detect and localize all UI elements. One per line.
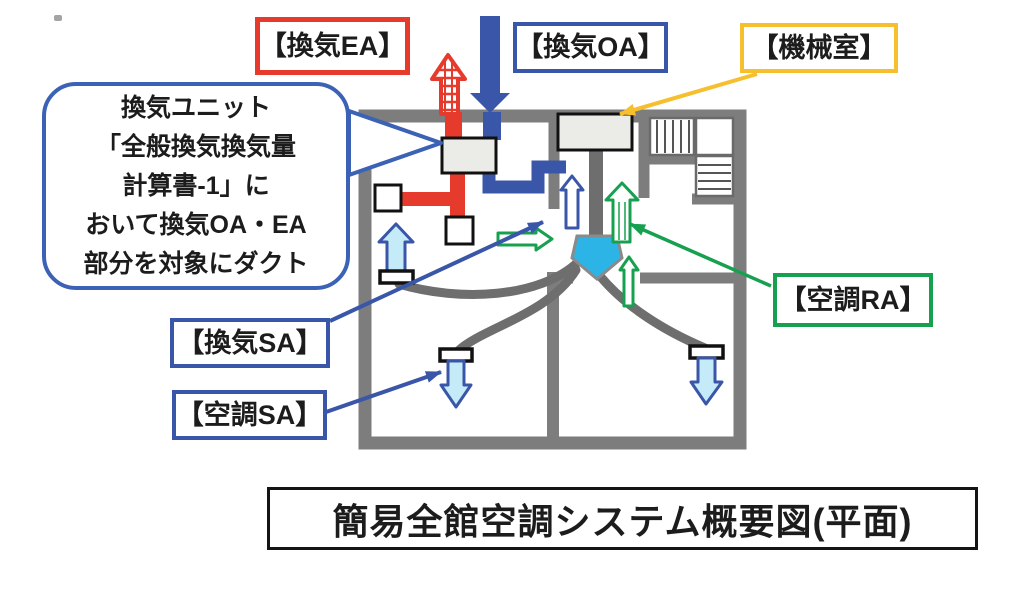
ac-unit: [570, 234, 624, 281]
ac-ra-leader: [629, 222, 772, 288]
outer-walls: [358, 109, 747, 450]
label-ventilation-sa: 【換気SA】: [170, 318, 330, 368]
scan-artifact: [54, 15, 62, 21]
machine-room-unit: [556, 112, 634, 152]
ac-sa-leader: [325, 370, 442, 414]
ventilation-unit: [440, 136, 498, 175]
label-ventilation-ea: 【換気EA】: [255, 17, 410, 75]
label-ac-ra-text: 【空調RA】: [779, 284, 927, 315]
label-machine-room: 【機械室】: [740, 23, 898, 73]
exhaust-grille-box-center: [444, 215, 475, 246]
ac-sa-diffuser-left: [377, 222, 415, 285]
label-machine-room-text: 【機械室】: [751, 32, 887, 63]
machine-room-leader: [619, 72, 758, 116]
diagram-title: 簡易全館空調システム概要図(平面): [267, 487, 978, 550]
label-ventilation-oa-text: 【換気OA】: [516, 32, 665, 62]
label-ventilation-sa-text: 【換気SA】: [177, 327, 323, 358]
label-ac-ra: 【空調RA】: [773, 273, 933, 327]
ac-ra-arrow-main: [604, 181, 640, 244]
ac-supply-ducts: [394, 257, 710, 356]
ventilation-ea-duct: [399, 112, 465, 219]
ac-riser-duct: [589, 150, 603, 240]
ac-sa-diffuser-bottom-right: [688, 344, 725, 406]
ac-sa-diffuser-bottom-left: [438, 347, 474, 409]
exhaust-air-arrow: [430, 53, 467, 116]
ventilation-sa-duct: [482, 160, 566, 194]
label-ac-sa: 【空調SA】: [172, 390, 327, 440]
ventilation-sa-arrow: [559, 174, 585, 230]
diagram-title-text: 簡易全館空調システム概要図(平面): [332, 500, 913, 542]
ac-ra-arrow-small: [618, 255, 640, 308]
ventilation-oa-duct: [483, 112, 501, 140]
outside-air-arrow: [470, 16, 510, 113]
label-ac-sa-text: 【空調SA】: [176, 399, 323, 430]
exhaust-grille-box-left: [373, 183, 403, 213]
staircase: [648, 116, 735, 198]
speech-bubble-text: 換気ユニット 「全般換気換気量 計算書-1」に おいて換気OA・EA 部分を対象…: [83, 93, 309, 278]
label-ventilation-oa: 【換気OA】: [513, 22, 668, 73]
label-ventilation-ea-text: 【換気EA】: [259, 30, 406, 61]
speech-bubble: 換気ユニット 「全般換気換気量 計算書-1」に おいて換気OA・EA 部分を対象…: [42, 82, 350, 290]
ventilation-sa-leader: [329, 220, 544, 323]
